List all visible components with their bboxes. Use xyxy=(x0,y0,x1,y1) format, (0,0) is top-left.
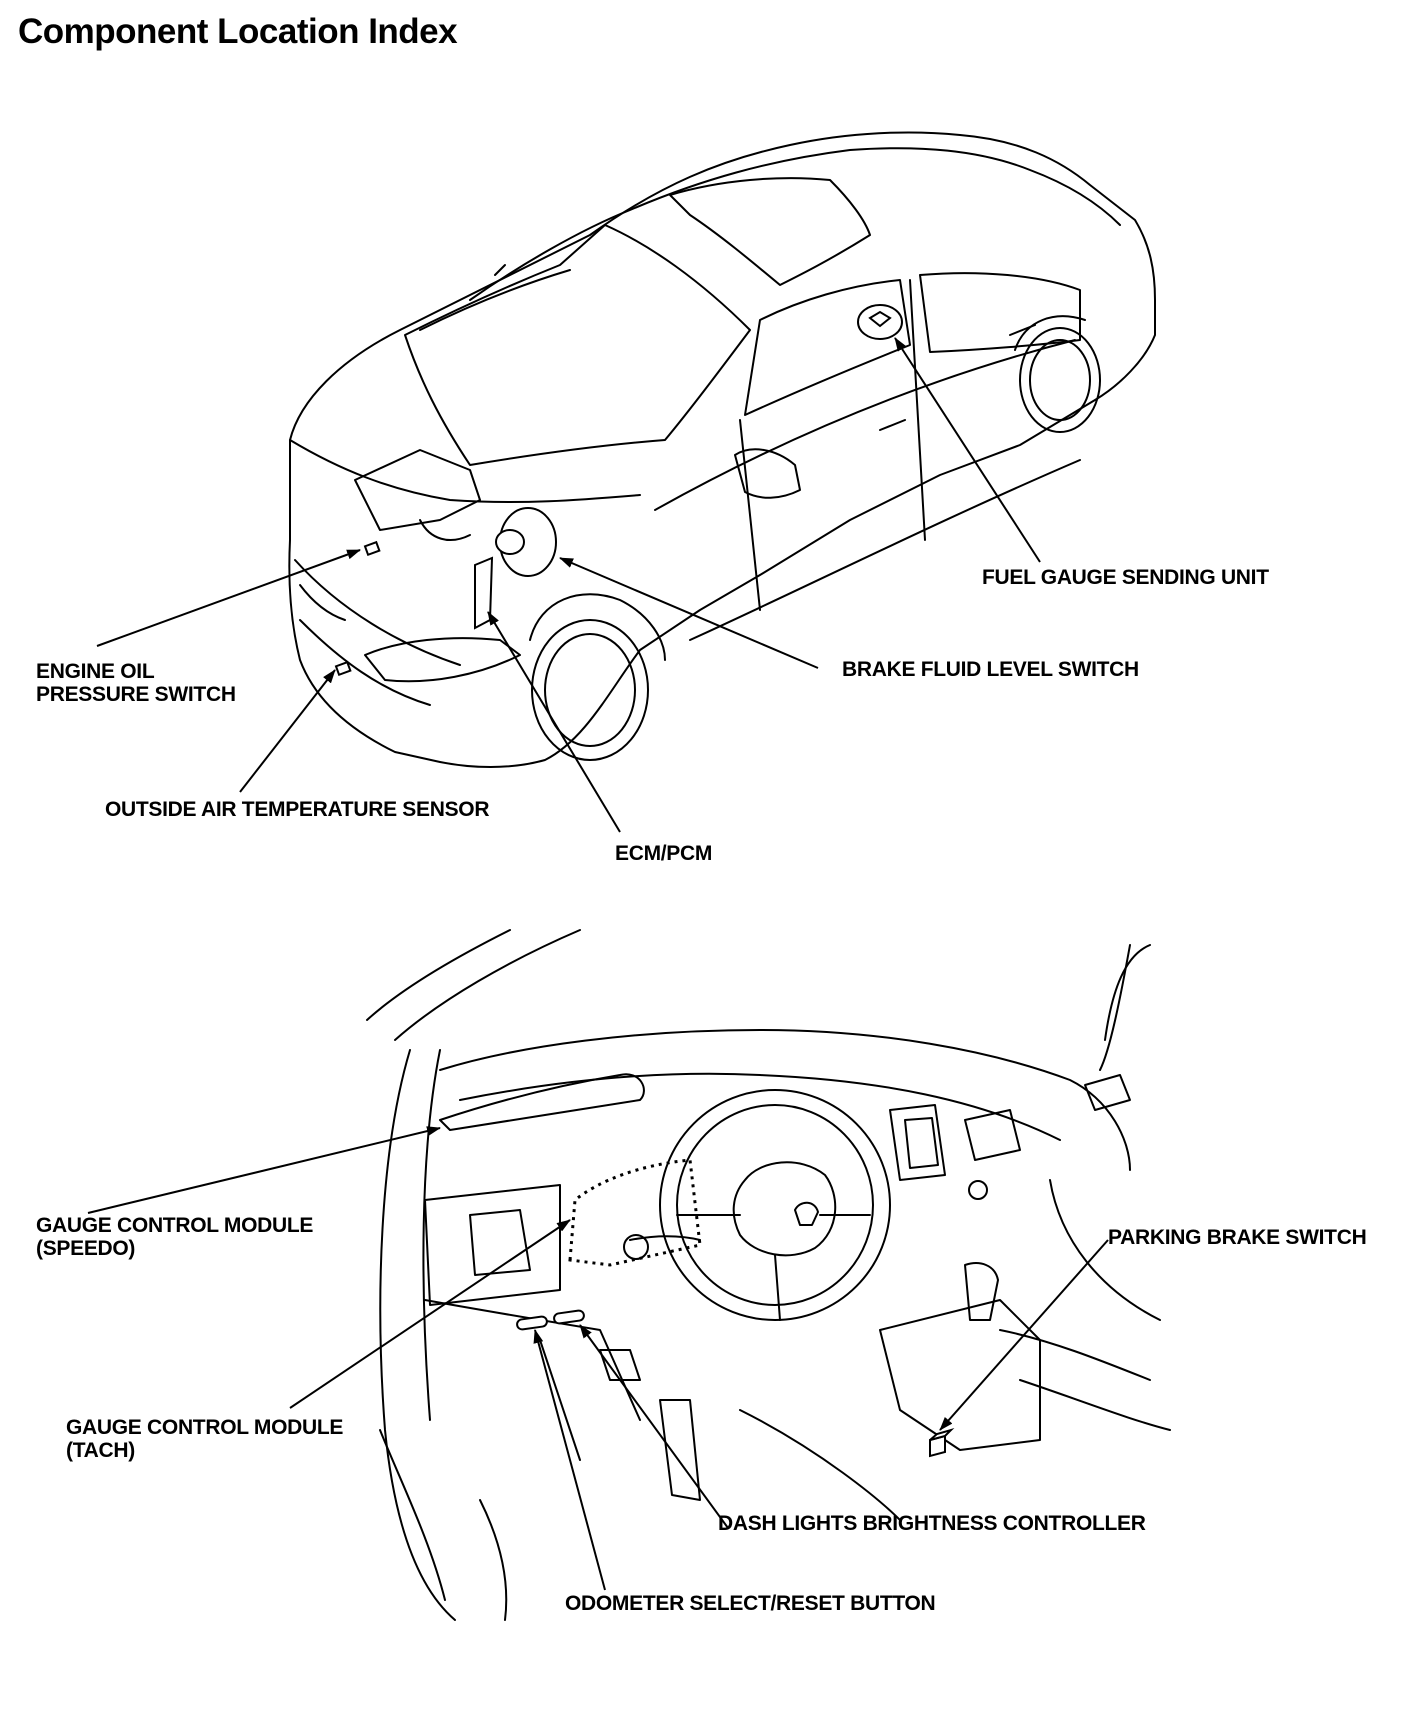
leader-dash-lights xyxy=(579,1324,729,1529)
label-odometer-select-reset-button: ODOMETER SELECT/RESET BUTTON xyxy=(565,1592,936,1615)
label-ecm-pcm: ECM/PCM xyxy=(615,842,713,865)
leader-fuel-gauge xyxy=(894,337,1041,563)
car-illustration xyxy=(288,131,1156,768)
label-brake-fluid-level-switch: BRAKE FLUID LEVEL SWITCH xyxy=(842,658,1139,681)
leader-parking-brake xyxy=(939,1239,1109,1431)
leader-outside-air xyxy=(239,669,336,793)
ecm-pcm-mark xyxy=(474,556,494,630)
label-speedo-line1: GAUGE CONTROL MODULE xyxy=(36,1214,314,1237)
component-marks-lower xyxy=(516,1158,955,1458)
engine-oil-switch-mark xyxy=(363,540,381,557)
label-engine-oil-line1: ENGINE OIL xyxy=(36,660,155,683)
dash-lights-button-mark xyxy=(553,1309,585,1325)
label-gauge-control-module-tach: GAUGE CONTROL MODULE (TACH) xyxy=(66,1416,343,1462)
label-parking-brake-switch: PARKING BRAKE SWITCH xyxy=(1108,1226,1367,1249)
leader-lines-lower xyxy=(87,1126,1109,1591)
leader-lines-upper xyxy=(96,337,1041,833)
odometer-button-mark xyxy=(516,1315,548,1331)
label-outside-air-temperature-sensor: OUTSIDE AIR TEMPERATURE SENSOR xyxy=(105,798,490,821)
label-speedo-line2: (SPEEDO) xyxy=(36,1237,136,1260)
label-tach-line1: GAUGE CONTROL MODULE xyxy=(66,1416,344,1439)
leader-brake-fluid xyxy=(559,557,819,669)
outside-air-sensor-mark xyxy=(334,660,352,677)
label-engine-oil-pressure-switch: ENGINE OIL PRESSURE SWITCH xyxy=(36,660,236,706)
brake-reservoir-cap xyxy=(495,529,525,555)
label-gauge-control-module-speedo: GAUGE CONTROL MODULE (SPEEDO) xyxy=(36,1214,313,1260)
fuel-gauge-sending-unit-cap xyxy=(868,310,892,328)
label-fuel-gauge-sending-unit: FUEL GAUGE SENDING UNIT xyxy=(982,566,1269,589)
page-title: Component Location Index xyxy=(18,12,458,51)
label-engine-oil-line2: PRESSURE SWITCH xyxy=(36,683,236,706)
leader-odometer xyxy=(533,1329,606,1591)
component-marks-upper xyxy=(334,304,903,677)
leader-gauge-speedo xyxy=(87,1126,441,1214)
label-dash-lights-brightness-controller: DASH LIGHTS BRIGHTNESS CONTROLLER xyxy=(718,1512,1146,1535)
label-tach-line2: (TACH) xyxy=(66,1439,135,1462)
leader-ecm-pcm xyxy=(487,611,621,833)
leader-engine-oil xyxy=(96,549,361,647)
dashboard-illustration xyxy=(366,929,1171,1621)
leader-gauge-tach xyxy=(289,1219,571,1409)
